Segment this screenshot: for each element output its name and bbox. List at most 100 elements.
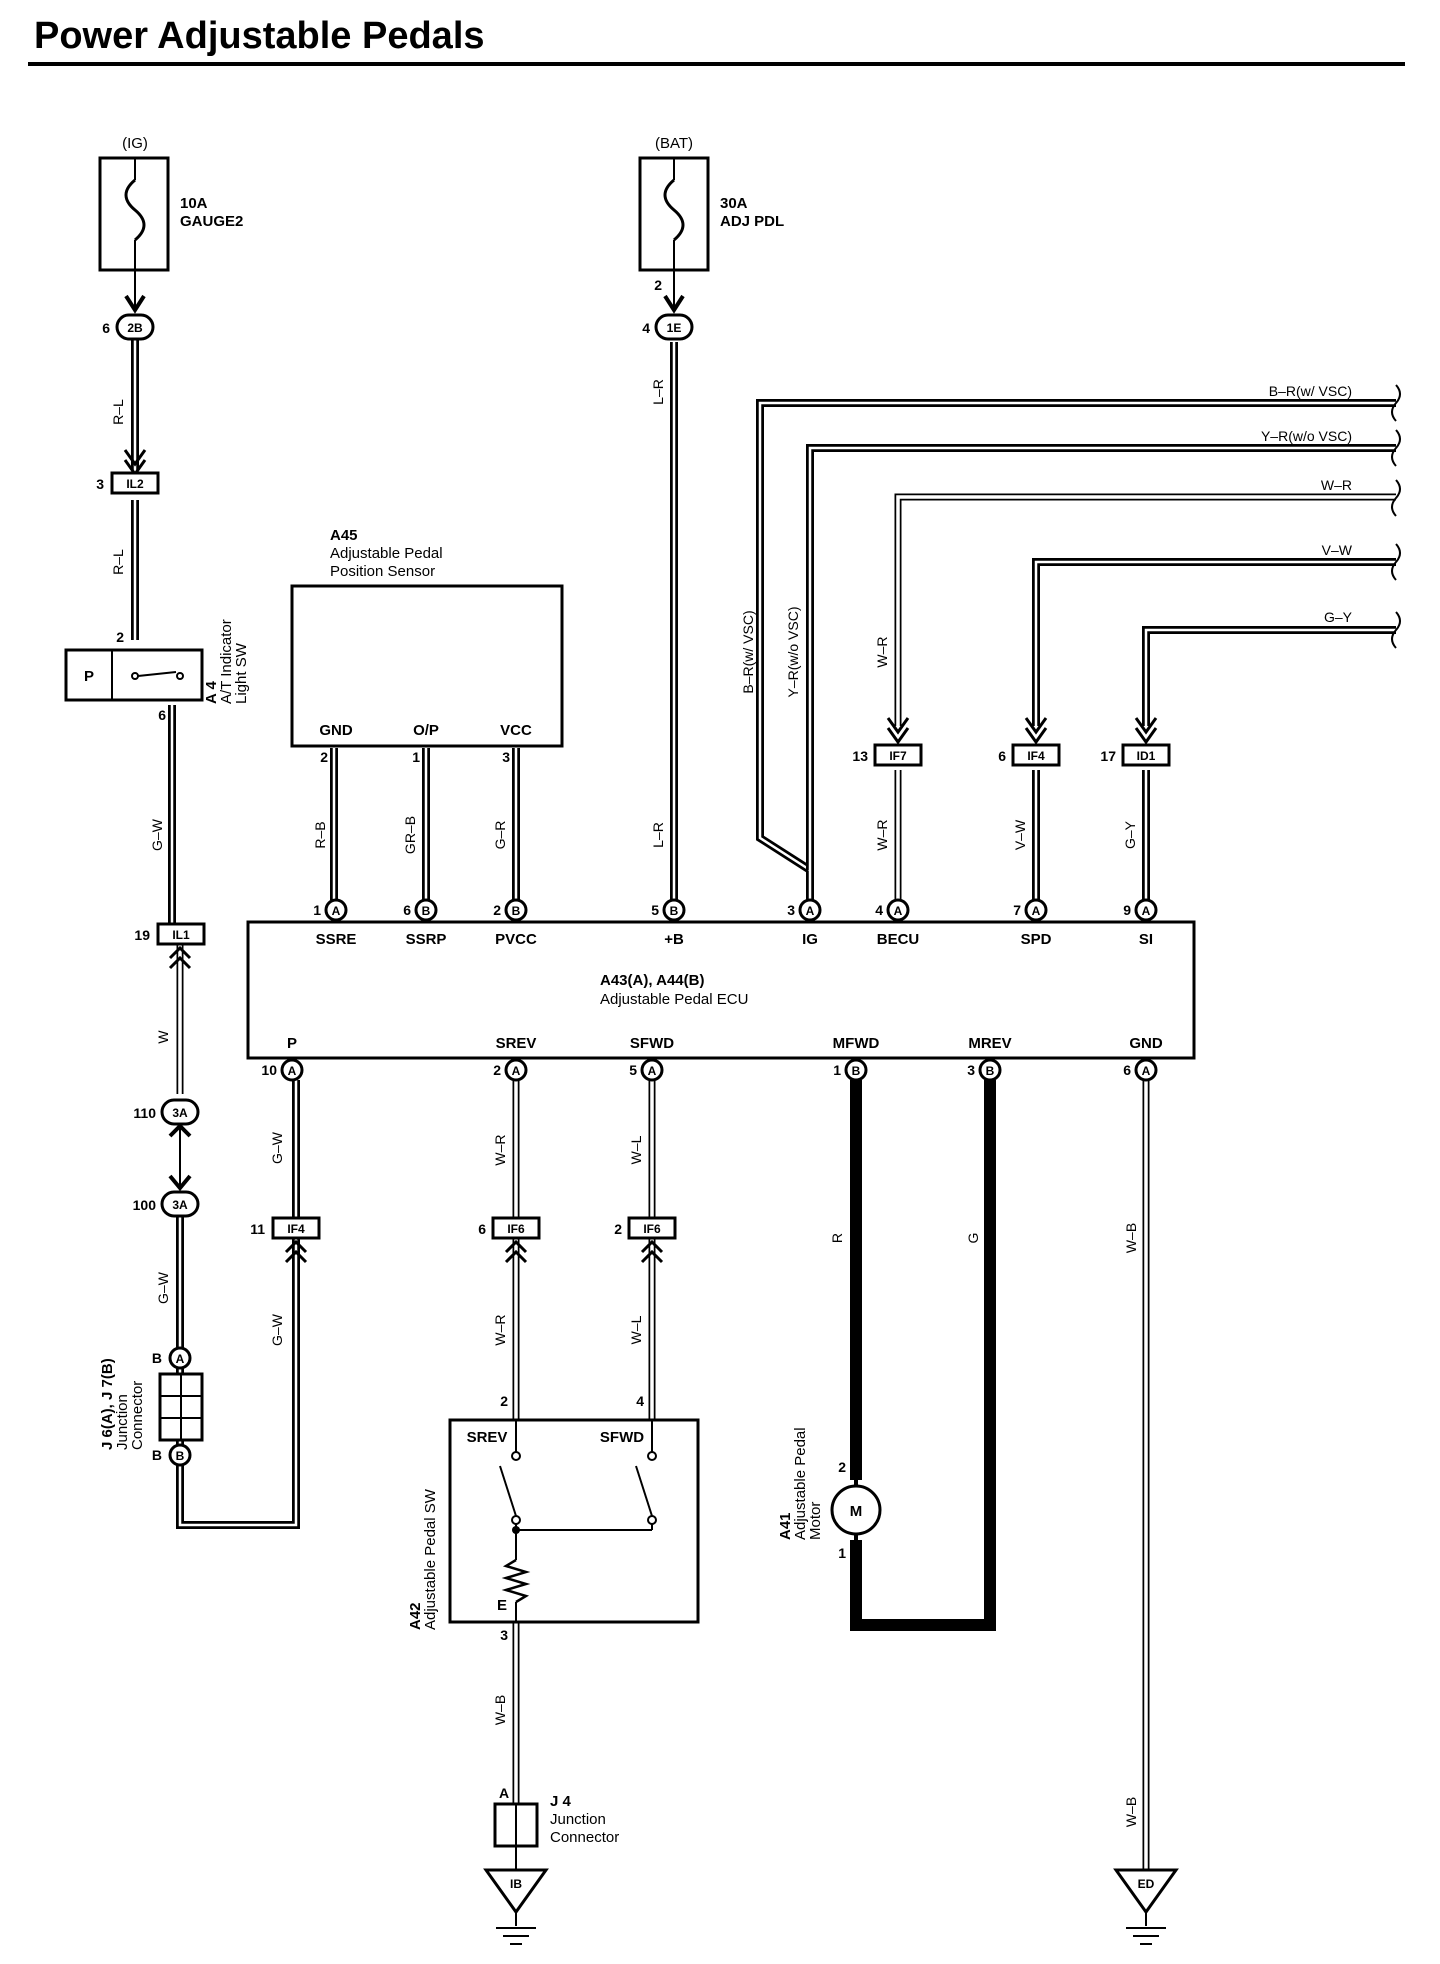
svg-text:IG: IG: [802, 931, 818, 948]
svg-text:IF6: IF6: [643, 1222, 661, 1236]
svg-text:9: 9: [1123, 902, 1131, 918]
svg-text:G–R: G–R: [492, 821, 508, 850]
svg-text:B: B: [852, 1064, 861, 1078]
connector-il2: IL2 3: [96, 449, 160, 495]
svg-text:IF6: IF6: [507, 1222, 525, 1236]
svg-text:SFWD: SFWD: [630, 1035, 674, 1052]
svg-text:V–W: V–W: [1012, 819, 1028, 850]
ecu-bottom-terminals: A 10 A 2 A 5 B 1 B 3 A 6: [261, 1058, 1158, 1082]
wire-motor-loop: [850, 1080, 996, 1631]
svg-text:30A: 30A: [720, 195, 748, 212]
svg-text:6: 6: [998, 748, 1006, 764]
a4-light-switch: 2 P 6 A 4 A/T Indicator Light SW: [64, 619, 250, 723]
svg-text:Adjustable Pedal: Adjustable Pedal: [792, 1427, 809, 1540]
a42-pedal-switch: 2 4 SREV SFWD E 3 A42 Adjustable Pedal S…: [407, 1393, 700, 1643]
svg-text:L–R: L–R: [650, 379, 666, 405]
svg-text:A43(A), A44(B): A43(A), A44(B): [600, 972, 704, 989]
svg-text:Adjustable Pedal SW: Adjustable Pedal SW: [422, 1488, 439, 1630]
svg-text:IL2: IL2: [126, 477, 144, 491]
svg-text:SREV: SREV: [467, 1429, 508, 1446]
svg-text:2: 2: [116, 629, 124, 645]
connector-if4-left: IF4 11: [250, 1216, 321, 1264]
ground-ed: ED: [1113, 1868, 1179, 1945]
a41-pedal-motor: M 2 1 A41 Adjustable Pedal Motor: [777, 1427, 882, 1561]
svg-text:1: 1: [838, 1545, 846, 1561]
a45-position-sensor: A45 Adjustable Pedal Position Sensor GND…: [290, 527, 564, 765]
svg-text:110: 110: [133, 1105, 156, 1121]
svg-text:B: B: [422, 904, 431, 918]
svg-text:7: 7: [1013, 902, 1021, 918]
svg-text:5: 5: [629, 1062, 637, 1078]
svg-text:6: 6: [1123, 1062, 1131, 1078]
svg-text:GND: GND: [319, 722, 353, 739]
svg-text:A: A: [806, 904, 815, 918]
svg-text:3: 3: [500, 1627, 508, 1643]
connector-if6-srev: IF6 6: [478, 1216, 541, 1264]
svg-text:Adjustable Pedal ECU: Adjustable Pedal ECU: [600, 991, 748, 1008]
svg-text:SPD: SPD: [1021, 931, 1052, 948]
ecu-top-terminals: A 1 B 6 B 2 B 5 A 3 A 4 A 7 A 9: [313, 898, 1158, 922]
svg-text:A: A: [512, 1064, 521, 1078]
right-wire-label: W–R: [1321, 477, 1352, 493]
j6-j7-junction-connector: A B B B J 6(A), J 7(B) Junction Connecto…: [99, 1346, 204, 1467]
svg-text:Adjustable Pedal: Adjustable Pedal: [330, 545, 443, 562]
svg-text:A41: A41: [777, 1512, 794, 1540]
page-title: Power Adjustable Pedals: [34, 15, 485, 57]
svg-text:2B: 2B: [127, 321, 143, 335]
svg-text:SSRE: SSRE: [316, 931, 357, 948]
svg-text:SREV: SREV: [496, 1035, 537, 1052]
svg-text:G: G: [965, 1233, 981, 1244]
svg-text:6: 6: [158, 707, 166, 723]
svg-text:2: 2: [493, 1062, 501, 1078]
svg-text:P: P: [287, 1035, 297, 1052]
svg-text:A: A: [648, 1064, 657, 1078]
svg-text:2: 2: [654, 277, 662, 293]
svg-text:W–R: W–R: [874, 636, 890, 667]
svg-text:W–L: W–L: [628, 1315, 644, 1344]
svg-text:A: A: [288, 1064, 297, 1078]
svg-text:2: 2: [614, 1221, 622, 1237]
svg-text:Position Sensor: Position Sensor: [330, 563, 435, 580]
svg-text:IF7: IF7: [889, 749, 907, 763]
svg-text:A: A: [1142, 1064, 1151, 1078]
svg-text:W–B: W–B: [1123, 1797, 1139, 1827]
right-wire-label: V–W: [1322, 542, 1353, 558]
svg-text:A: A: [332, 904, 341, 918]
svg-text:R: R: [829, 1233, 845, 1243]
wire-color-labels: R–L R–L G–W W G–W G–W G–W R–B GR–B G–R L…: [110, 379, 1139, 1827]
svg-text:M: M: [850, 1503, 863, 1520]
svg-text:P: P: [84, 668, 94, 685]
svg-text:G–Y: G–Y: [1122, 820, 1138, 849]
svg-text:5: 5: [651, 902, 659, 918]
svg-text:4: 4: [875, 902, 883, 918]
svg-text:1E: 1E: [667, 321, 682, 335]
svg-text:W–R: W–R: [492, 1134, 508, 1165]
svg-text:A: A: [894, 904, 903, 918]
svg-text:B: B: [986, 1064, 995, 1078]
svg-text:6: 6: [102, 320, 110, 336]
svg-text:4: 4: [636, 1393, 644, 1409]
svg-text:B: B: [512, 904, 521, 918]
svg-text:G–W: G–W: [269, 1131, 285, 1164]
wires: [131, 340, 1396, 1870]
svg-text:GAUGE2: GAUGE2: [180, 213, 243, 230]
svg-text:L–R: L–R: [650, 822, 666, 848]
connector-2b: 2B 6: [102, 313, 155, 341]
connector-id1: ID1 17: [1100, 717, 1171, 767]
svg-text:IF4: IF4: [1027, 749, 1045, 763]
svg-text:1: 1: [313, 902, 321, 918]
svg-text:3A: 3A: [172, 1106, 188, 1120]
svg-text:W–R: W–R: [492, 1314, 508, 1345]
svg-text:Light SW: Light SW: [233, 642, 250, 704]
connector-3a-bottom: 3A 100: [133, 1190, 200, 1218]
svg-text:(IG): (IG): [122, 135, 148, 152]
svg-text:19: 19: [134, 927, 150, 943]
svg-text:MREV: MREV: [968, 1035, 1011, 1052]
svg-text:17: 17: [1100, 748, 1116, 764]
svg-text:BECU: BECU: [877, 931, 920, 948]
connector-1e: 1E 4: [642, 313, 694, 341]
svg-text:Y–R(w/o VSC): Y–R(w/o VSC): [785, 606, 801, 697]
svg-text:G–W: G–W: [149, 818, 165, 851]
svg-text:Motor: Motor: [807, 1502, 824, 1540]
svg-text:O/P: O/P: [413, 722, 439, 739]
